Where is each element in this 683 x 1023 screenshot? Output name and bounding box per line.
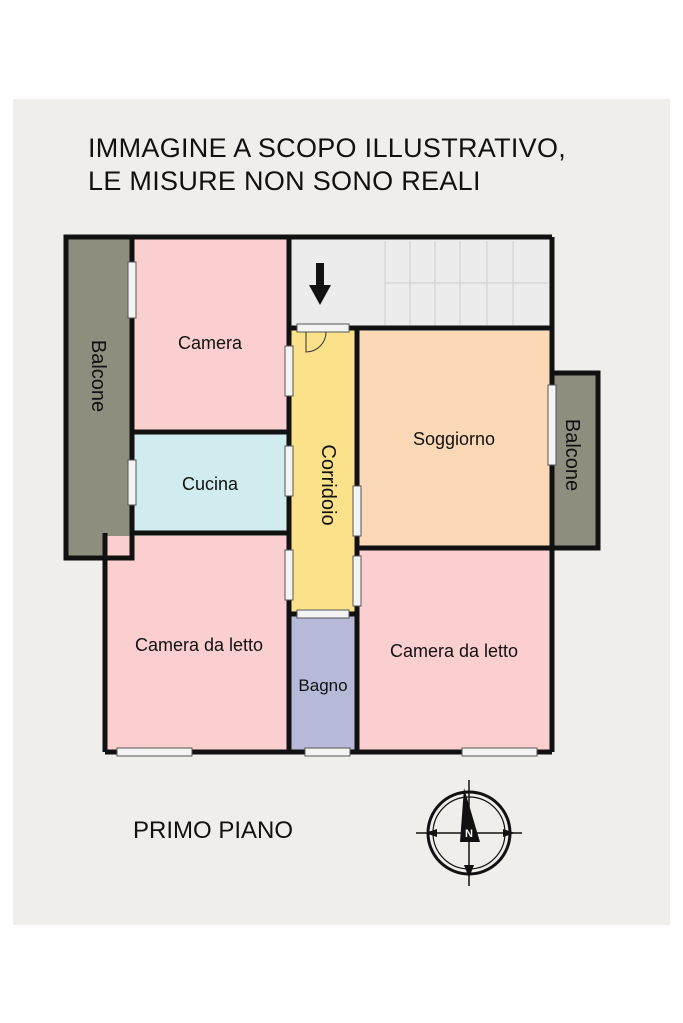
room-label-camera-letto-right: Camera da letto xyxy=(390,641,518,661)
room-label-cucina: Cucina xyxy=(182,474,239,494)
room-label-balcone-left: Balcone xyxy=(87,340,109,412)
balcone-right-area xyxy=(553,373,598,548)
compass-north-letter: N xyxy=(465,828,473,840)
camera-letto-left-area xyxy=(107,536,289,750)
room-label-corridoio: Corridoio xyxy=(317,444,339,525)
stair-down-arrow-icon xyxy=(309,263,331,305)
balcone-left-area xyxy=(66,237,132,558)
room-label-camera-letto-left: Camera da letto xyxy=(135,635,263,655)
disclaimer-line-1: IMMAGINE A SCOPO ILLUSTRATIVO, xyxy=(88,133,567,163)
room-label-camera: Camera xyxy=(178,333,243,353)
floor-label: PRIMO PIANO xyxy=(133,817,294,844)
soggiorno-area xyxy=(359,331,550,546)
cucina-area xyxy=(134,433,287,531)
bagno-area xyxy=(291,616,357,750)
stair-treads xyxy=(384,241,548,325)
room-label-soggiorno: Soggiorno xyxy=(413,429,495,449)
room-label-bagno: Bagno xyxy=(298,676,347,695)
compass-icon: N xyxy=(416,780,522,886)
camera-letto-right-area xyxy=(359,549,550,750)
room-label-balcone-right: Balcone xyxy=(561,419,583,491)
disclaimer-line-2: LE MISURE NON SONO REALI xyxy=(88,166,481,196)
windows xyxy=(116,261,557,757)
door-swing xyxy=(305,331,327,353)
camera-area xyxy=(134,239,287,431)
corridoio-area xyxy=(291,329,357,614)
